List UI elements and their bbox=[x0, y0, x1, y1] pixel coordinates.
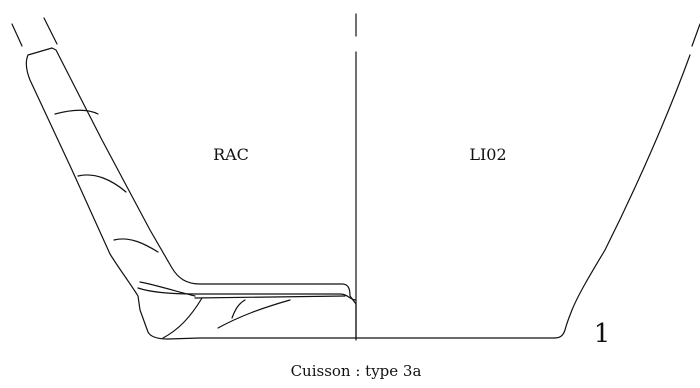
fabric-line bbox=[139, 281, 196, 297]
section-inner-base-2 bbox=[194, 295, 346, 299]
tick-right bbox=[691, 23, 700, 47]
right-exterior-profile bbox=[355, 54, 691, 339]
fabric-line bbox=[77, 174, 127, 193]
section-label-right: LI02 bbox=[469, 145, 506, 164]
fabric-line bbox=[217, 299, 291, 329]
section-inner-base bbox=[137, 287, 357, 301]
section-outline bbox=[25, 47, 357, 340]
figure-caption: Cuisson : type 3a bbox=[291, 362, 422, 380]
tick-left-inner bbox=[43, 17, 58, 45]
tick-left-outer bbox=[11, 23, 23, 47]
extension-ticks bbox=[11, 13, 700, 47]
figure-number: 1 bbox=[594, 319, 611, 349]
fabric-line bbox=[54, 109, 99, 115]
fabric-line bbox=[113, 238, 159, 253]
exterior-wall-line bbox=[355, 54, 691, 339]
section-label-left: RAC bbox=[213, 145, 249, 164]
fabric-line bbox=[162, 297, 203, 339]
left-section-profile bbox=[25, 47, 357, 340]
fabric-line bbox=[231, 299, 246, 319]
